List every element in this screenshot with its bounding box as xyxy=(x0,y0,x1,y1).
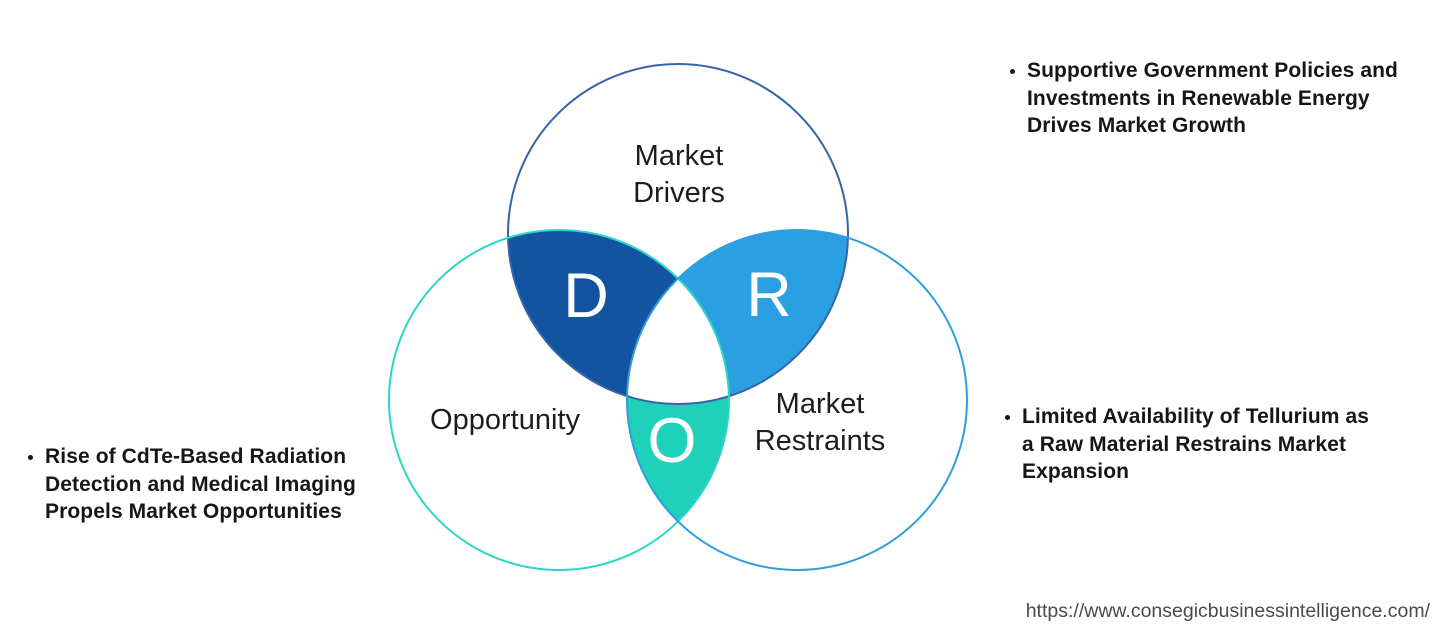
letter-r: R xyxy=(746,260,792,330)
bullet-drivers: Supportive Government Policies and Inves… xyxy=(1004,57,1453,140)
bullet-restraints: Limited Availability of Tellurium as a R… xyxy=(999,403,1453,486)
drivers-circle-outline xyxy=(507,63,849,405)
label-market-drivers: Market Drivers xyxy=(633,140,725,209)
bullet-opportunity-text: Rise of CdTe-Based Radiation Detection a… xyxy=(45,443,445,526)
letter-d: D xyxy=(563,261,609,331)
label-opportunity: Opportunity xyxy=(430,404,580,436)
opportunity-circle-outline xyxy=(388,229,730,571)
letter-o: O xyxy=(647,406,697,476)
label-market-restraints: Market Restraints xyxy=(754,388,886,457)
footer-url[interactable]: https://www.consegicbusinessintelligence… xyxy=(1025,600,1430,622)
bullet-opportunity: Rise of CdTe-Based Radiation Detection a… xyxy=(22,443,445,526)
bullet-restraints-text: Limited Availability of Tellurium as a R… xyxy=(1022,403,1453,486)
restraints-circle-outline xyxy=(626,229,968,571)
bullet-drivers-text: Supportive Government Policies and Inves… xyxy=(1027,57,1453,140)
